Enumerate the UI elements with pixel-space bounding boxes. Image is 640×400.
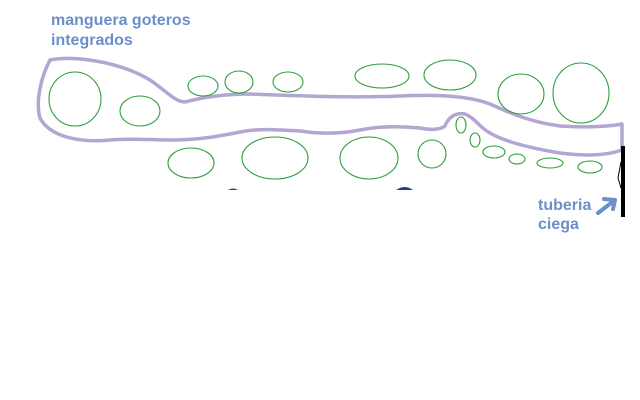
- plant-circle: [536, 157, 564, 169]
- plant-circle: [497, 73, 545, 115]
- small-mark: [228, 188, 238, 190]
- pipe-label-line2: ciega: [538, 216, 579, 233]
- plant-circle: [577, 160, 603, 174]
- plant-circle: [469, 132, 481, 148]
- plant-circle: [167, 147, 215, 179]
- hose-label-line2: integrados: [51, 32, 133, 49]
- plant-circle: [354, 63, 410, 89]
- plant-circle: [187, 75, 219, 97]
- pipe-sketch-strokes: [617, 161, 622, 189]
- plant-circle: [417, 139, 447, 169]
- plant-circle: [482, 145, 506, 159]
- plant-circle: [339, 136, 399, 180]
- plant-circle: [552, 62, 610, 124]
- plant-circle: [508, 153, 526, 165]
- plant-circle: [119, 95, 161, 127]
- plant-circle: [423, 59, 477, 91]
- small-mark: [396, 187, 413, 190]
- plant-circle: [241, 136, 309, 180]
- hose-label-line1: manguera goteros: [51, 12, 191, 29]
- plant-circle: [455, 116, 467, 134]
- plant-circle: [272, 71, 304, 93]
- arrow-icon: [596, 197, 617, 215]
- pipe-label-line1: tuberia: [538, 197, 591, 214]
- plant-circle: [224, 70, 254, 94]
- plant-circle: [48, 71, 102, 127]
- drip-hose-loop: [36, 56, 624, 157]
